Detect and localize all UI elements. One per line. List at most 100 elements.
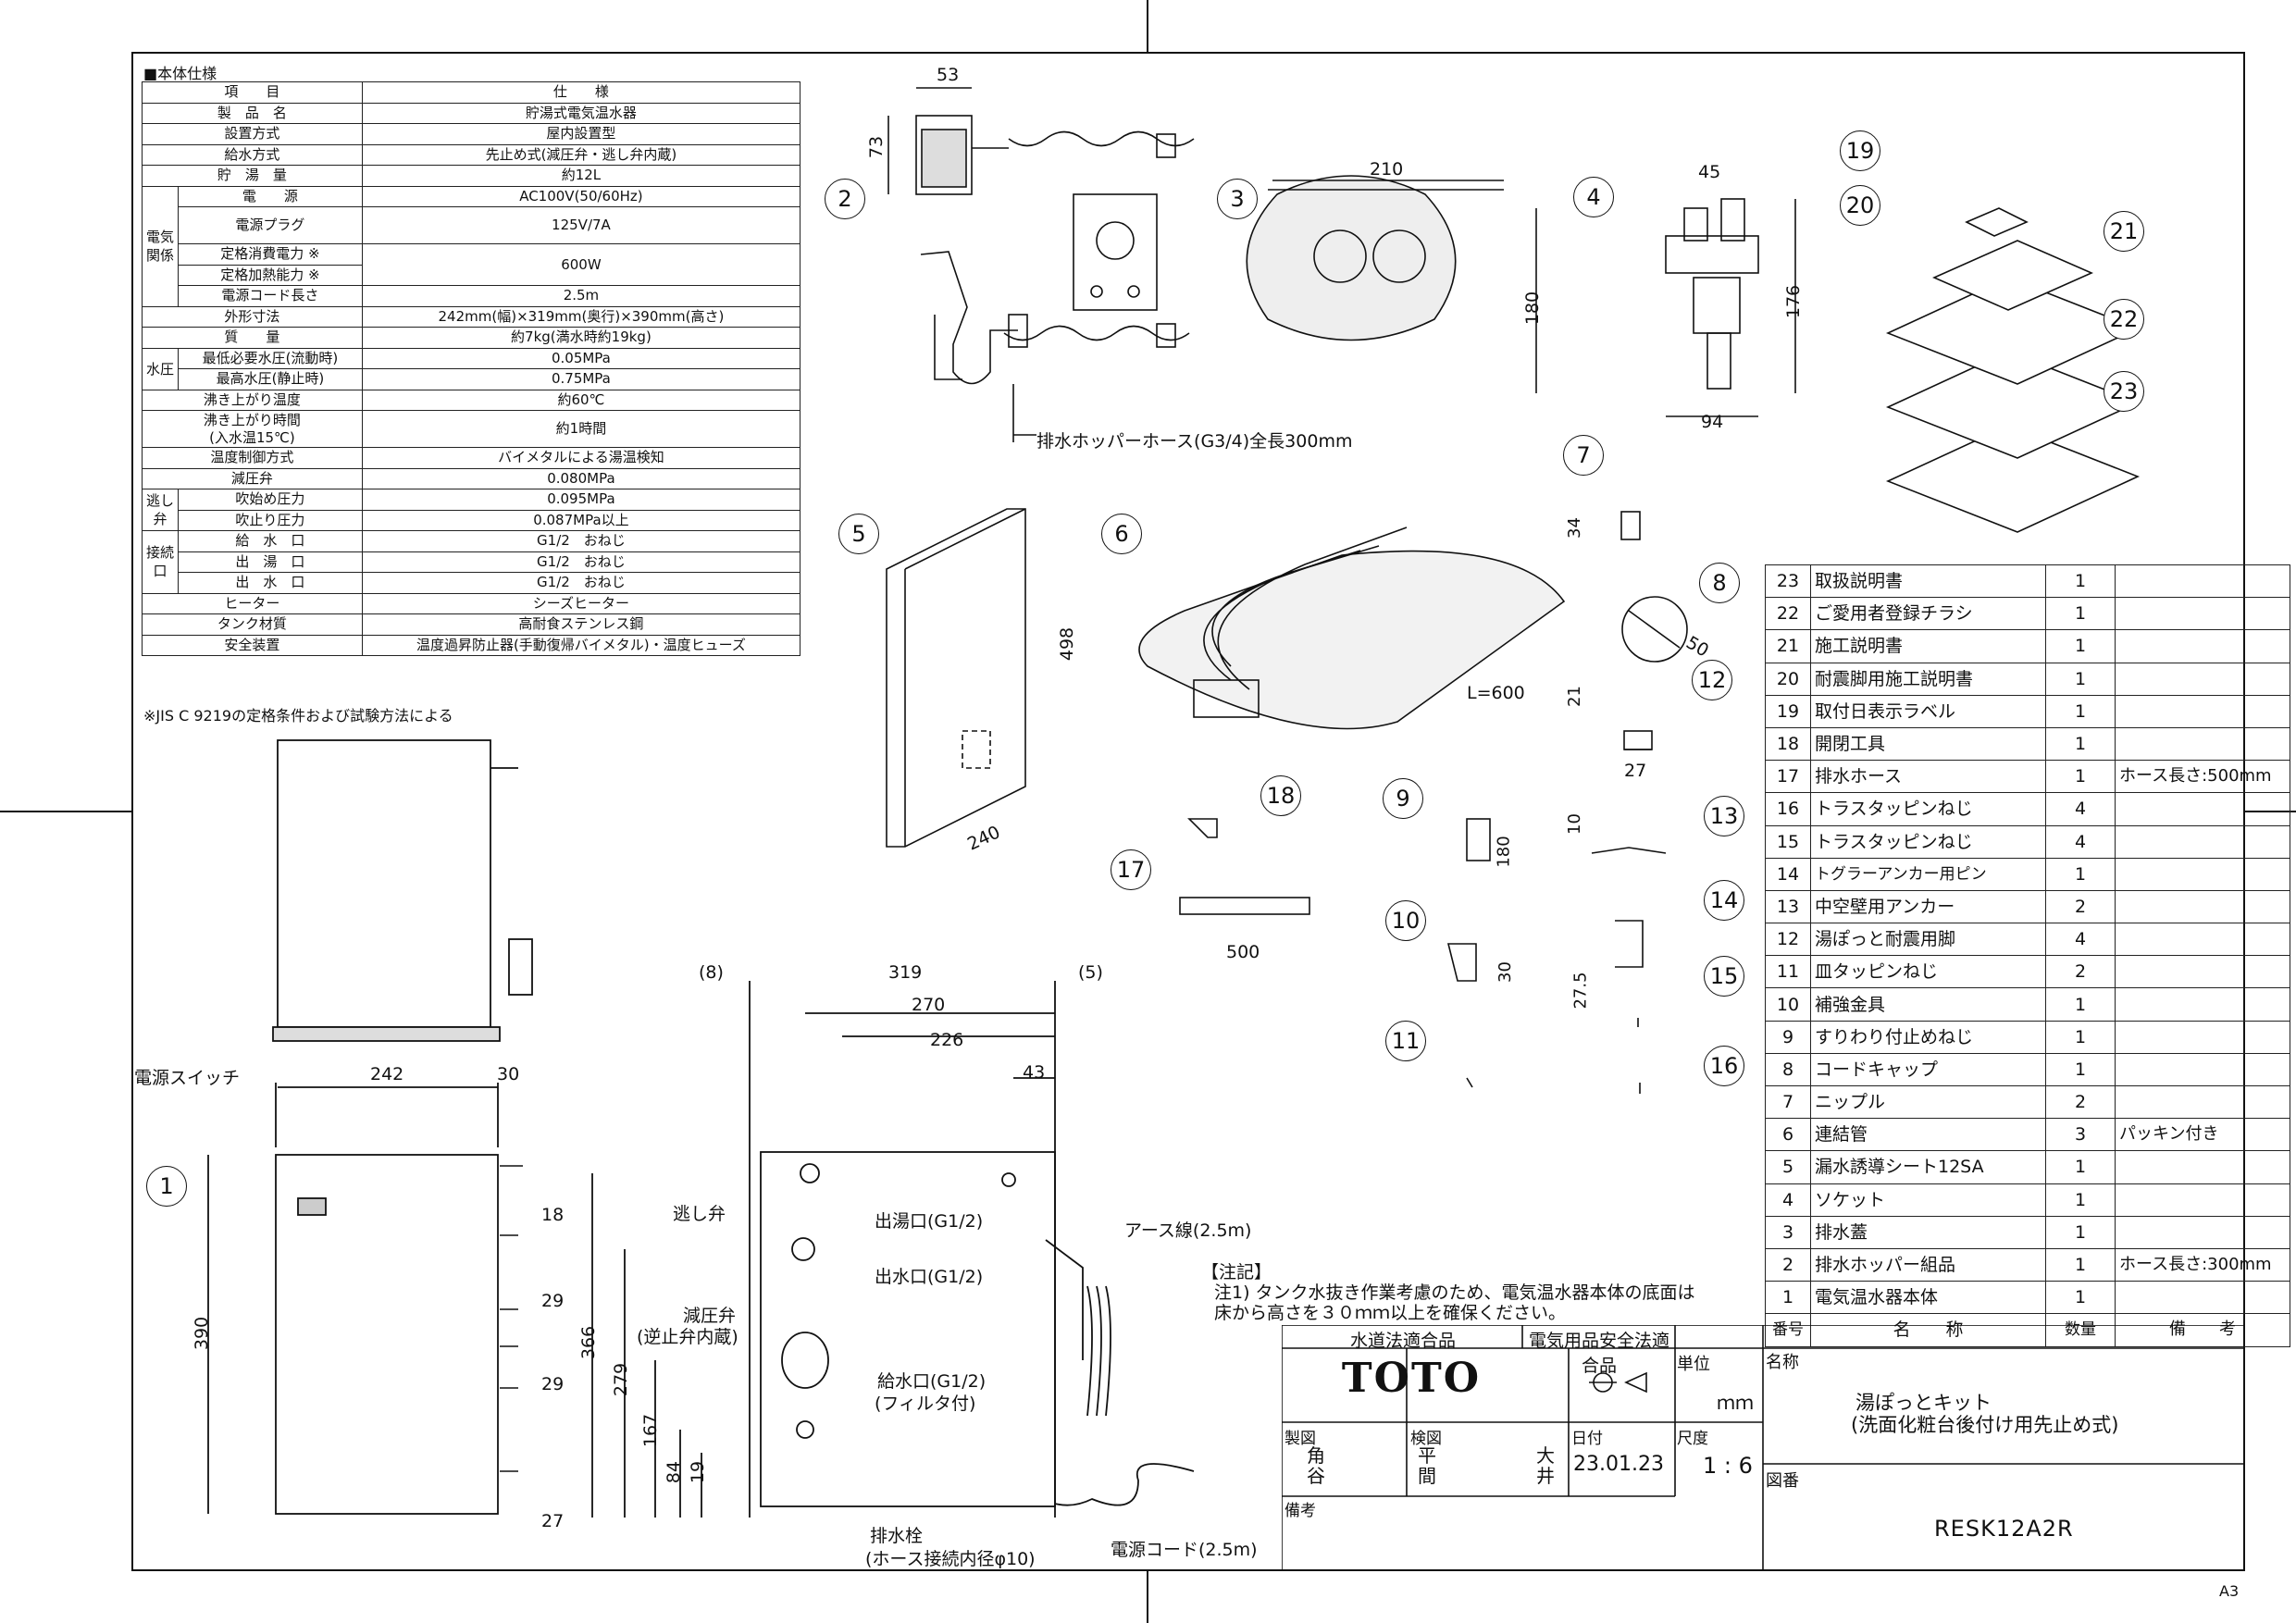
drain-lid [1246,175,1537,393]
dim-27-5: 27.5 [1570,972,1591,1010]
water-heater-side-view [272,739,533,1042]
part-balloon: 4 [1573,177,1614,217]
water-heater-right-view [591,981,1195,1518]
product-subname: (洗面化粧台後付け用先止め式) [1851,1414,2119,1436]
part-balloon: 20 [1840,185,1880,226]
unit-value: ｍｍ [1717,1392,1754,1414]
spec-group-conn: 接続口 [142,530,179,594]
earth-wire-label: アース線(2.5m) [1124,1220,1252,1241]
leak-guide-sheet [886,508,1026,848]
drain-plug-label: 排水栓 [870,1526,924,1546]
spec-header-value: 仕 様 [361,81,801,104]
power-switch-label: 電源スイッチ [134,1068,241,1088]
dwg-number: RESK12A2R [1934,1516,2074,1542]
hopper-hose-label: 排水ホッパーホース(G3/4)全長300mm [1036,431,1353,452]
dim-53: 53 [937,65,960,85]
dim-73: 73 [866,135,887,159]
part-balloon: 10 [1385,900,1426,941]
dim-45: 45 [1698,162,1721,182]
part-balloon: 8 [1699,563,1740,603]
power-cord-label: 電源コード(2.5m) [1111,1540,1258,1560]
unit-label: 単位 [1677,1355,1710,1374]
spec-heading: ■本体仕様 [143,65,217,82]
dim-8: (8) [699,962,724,983]
notes-heading: 【注記】 [1201,1262,1272,1282]
part-balloon: 11 [1385,1021,1426,1061]
spec-footnote: ※JIS C 9219の定格条件および試験方法による [143,707,453,725]
part-balloon: 6 [1101,514,1142,554]
check-valve-label: (逆止弁内蔵) [637,1327,738,1347]
dim-270: 270 [912,995,946,1015]
spec-row: 設置方式屋内設置型 [142,123,801,145]
date-label: 日付 [1571,1430,1603,1448]
part-balloon: 23 [2104,371,2144,412]
part-balloon: 12 [1692,660,1732,700]
part-balloon: 7 [1563,435,1604,476]
scale-label: 尺度 [1677,1430,1708,1448]
spec-group-electric: 電気関係 [142,185,179,307]
drawn-by: 角谷 [1307,1444,1325,1487]
sheet-size: A3 [2219,1582,2240,1600]
water-outlet-label: 出水口(G1/2) [875,1267,984,1287]
dim-18: 18 [541,1205,565,1225]
hot-outlet-label: 出湯口(G1/2) [875,1211,984,1232]
part-balloon: 15 [1704,956,1744,997]
reducing-valve-label: 減圧弁 [683,1306,737,1326]
dim-180b: 180 [1494,836,1514,868]
spec-row: タンク材質高耐食ステンレス鋼 [142,613,801,636]
spec-row: 製 品 名貯湯式電気温水器 [142,102,801,124]
dim-30b: 30 [497,1064,520,1084]
scale-value: 1 : 6 [1703,1453,1753,1479]
water-heater-front-view [207,1083,523,1515]
part-balloon: 21 [2104,211,2144,252]
spec-row: 最高水圧(静止時)0.75MPa [143,368,801,390]
dim-84: 84 [664,1460,685,1484]
hose-inner-label: (ホース接続内径φ10) [865,1549,1036,1569]
spec-row: 質 量約7kg(満水時約19kg) [142,327,801,349]
part-balloon: 16 [1704,1046,1744,1086]
spec-row: 安全装置温度過昇防止器(手動復帰バイメタル)・温度ヒューズ [142,634,801,656]
product-name: 湯ぽっとキット [1855,1392,1992,1414]
part-balloon: 5 [838,514,879,554]
part-balloon: 14 [1704,880,1744,921]
spec-row: ヒーターシーズヒーター [142,592,801,614]
dim-210: 210 [1370,159,1404,180]
connecting-pipes [1138,527,1566,730]
remarks-label: 備考 [1285,1502,1316,1520]
notes-line-1: 注1) タンク水抜き作業考慮のため、電気温水器本体の底面は [1214,1282,1695,1303]
small-parts [1179,511,1688,1094]
dim-30: 30 [1495,961,1515,983]
cert-electric: 電気用品安全法適合品 [1528,1331,1669,1376]
checked-by-1: 平間 [1418,1444,1436,1487]
dim-226: 226 [930,1030,964,1050]
relief-valve-label: 逃し弁 [673,1204,726,1224]
water-inlet-label: 給水口(G1/2) [877,1371,987,1392]
parts-header: 番号名 称数量備 考 [1765,1313,2290,1347]
dim-180: 180 [1522,291,1544,326]
toto-logo: TOTO [1341,1355,1482,1402]
